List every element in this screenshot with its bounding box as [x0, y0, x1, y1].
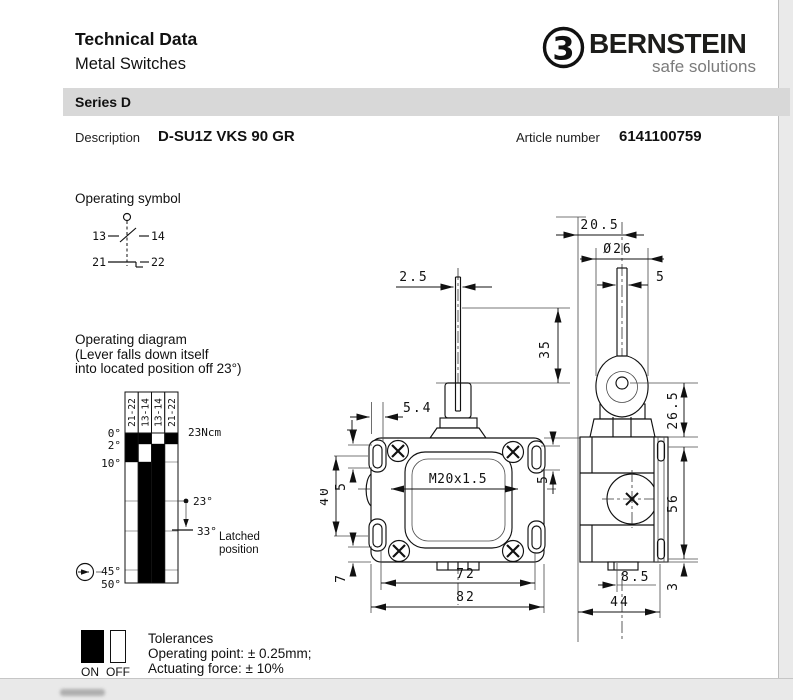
- dim-rod-height: 35: [538, 339, 553, 359]
- series-bar: Series D: [63, 88, 790, 116]
- scan-smudge: [60, 689, 105, 696]
- dim-rod-width: 2.5: [399, 270, 428, 285]
- dim-lever-thickness: 5: [656, 270, 666, 285]
- operating-symbol-label: Operating symbol: [75, 191, 181, 206]
- angle-33: 33°: [197, 525, 217, 538]
- page-subtitle: Metal Switches: [75, 55, 186, 73]
- legend-off-swatch: [110, 630, 126, 663]
- located-position-dot: [183, 498, 189, 504]
- description-value: D-SU1Z VKS 90 GR: [158, 128, 295, 145]
- operating-diagram-title-line2: (Lever falls down itself: [75, 346, 209, 362]
- dim-slot-len-left: 5: [334, 481, 349, 491]
- contact-22: 22: [151, 255, 165, 269]
- operating-diagram-title: Operating diagram (Lever falls down itse…: [75, 332, 242, 377]
- state-column-label: 21-22: [167, 398, 178, 427]
- dim-overall-width: 82: [456, 590, 476, 605]
- contact-21: 21: [92, 255, 106, 269]
- legend-off-label: OFF: [106, 665, 130, 679]
- tolerances-line2: Actuating force: ± 10%: [148, 661, 284, 676]
- page-edge-bottom: [0, 678, 793, 700]
- dim-center-offset: 20.5: [580, 218, 619, 233]
- contact-14: 14: [151, 229, 165, 243]
- dim-foot: 8.5: [621, 570, 650, 585]
- dim-hub-diameter: Ø26: [603, 242, 632, 257]
- legend-on-label: ON: [81, 665, 99, 679]
- dim-plate-bottom: 3: [666, 581, 681, 591]
- angle-45: 45°: [101, 565, 121, 578]
- dim-slot-offset: 5.4: [403, 401, 432, 416]
- logo-glyph: 3: [552, 30, 574, 68]
- brand-name: BERNSTEIN: [589, 28, 747, 59]
- angle-50: 50°: [101, 578, 121, 591]
- cover-screws: [386, 439, 525, 563]
- tolerances-block: Tolerances Operating point: ± 0.25mm; Ac…: [148, 631, 312, 676]
- state-column-label: 21-22: [127, 398, 138, 427]
- page-edge-right: [778, 0, 793, 700]
- contact-13: 13: [92, 229, 106, 243]
- article-number-value: 6141100759: [619, 128, 702, 145]
- operating-diagram-title-line1: Operating diagram: [75, 332, 187, 347]
- torque-label: 23Ncm: [188, 426, 221, 439]
- front-view: 35 2.5: [320, 268, 580, 613]
- bernstein-logo-icon: 3: [542, 26, 585, 69]
- dim-plate-span: 56: [666, 493, 681, 513]
- dim-hole-span-h: 72: [456, 567, 476, 582]
- angle-2: 2°: [108, 439, 121, 452]
- state-column-label: 13-14: [154, 398, 165, 427]
- latched-position-line1: Latched: [219, 531, 260, 543]
- dim-bottom-offset: 7: [334, 573, 349, 583]
- state-column-label: 13-14: [140, 398, 151, 427]
- latched-position-line2: position: [219, 544, 259, 556]
- operating-symbol-diagram: 13 14 21 22: [92, 212, 165, 269]
- rotation-direction-icon: [75, 562, 102, 582]
- angle-10: 10°: [101, 457, 121, 470]
- tolerances-line1: Operating point: ± 0.25mm;: [148, 646, 312, 661]
- angle-23: 23°: [193, 495, 213, 508]
- dim-slot-len-right: 5: [536, 474, 551, 484]
- operating-diagram-title-line3: into located position off 23°): [75, 361, 242, 376]
- dim-depth: 44: [610, 595, 630, 610]
- description-label: Description: [75, 130, 141, 145]
- logo-ring: [542, 26, 585, 69]
- dim-hole-span-v: 40: [320, 486, 332, 506]
- brand-tagline: safe solutions: [652, 57, 756, 76]
- dim-top-height: 26.5: [666, 390, 681, 429]
- mounting-slots: [368, 439, 546, 554]
- lever-pivot: [615, 376, 629, 390]
- tolerances-title: Tolerances: [148, 631, 214, 646]
- page-title: Technical Data: [75, 29, 198, 49]
- angle-0: 0°: [108, 427, 121, 440]
- thread-label: M20x1.5: [429, 472, 487, 487]
- article-number-label: Article number: [516, 130, 600, 145]
- side-view: 20.5 Ø26 5: [556, 216, 698, 642]
- dimension-drawings: 35 2.5: [320, 216, 698, 642]
- legend-on-swatch: [81, 630, 104, 663]
